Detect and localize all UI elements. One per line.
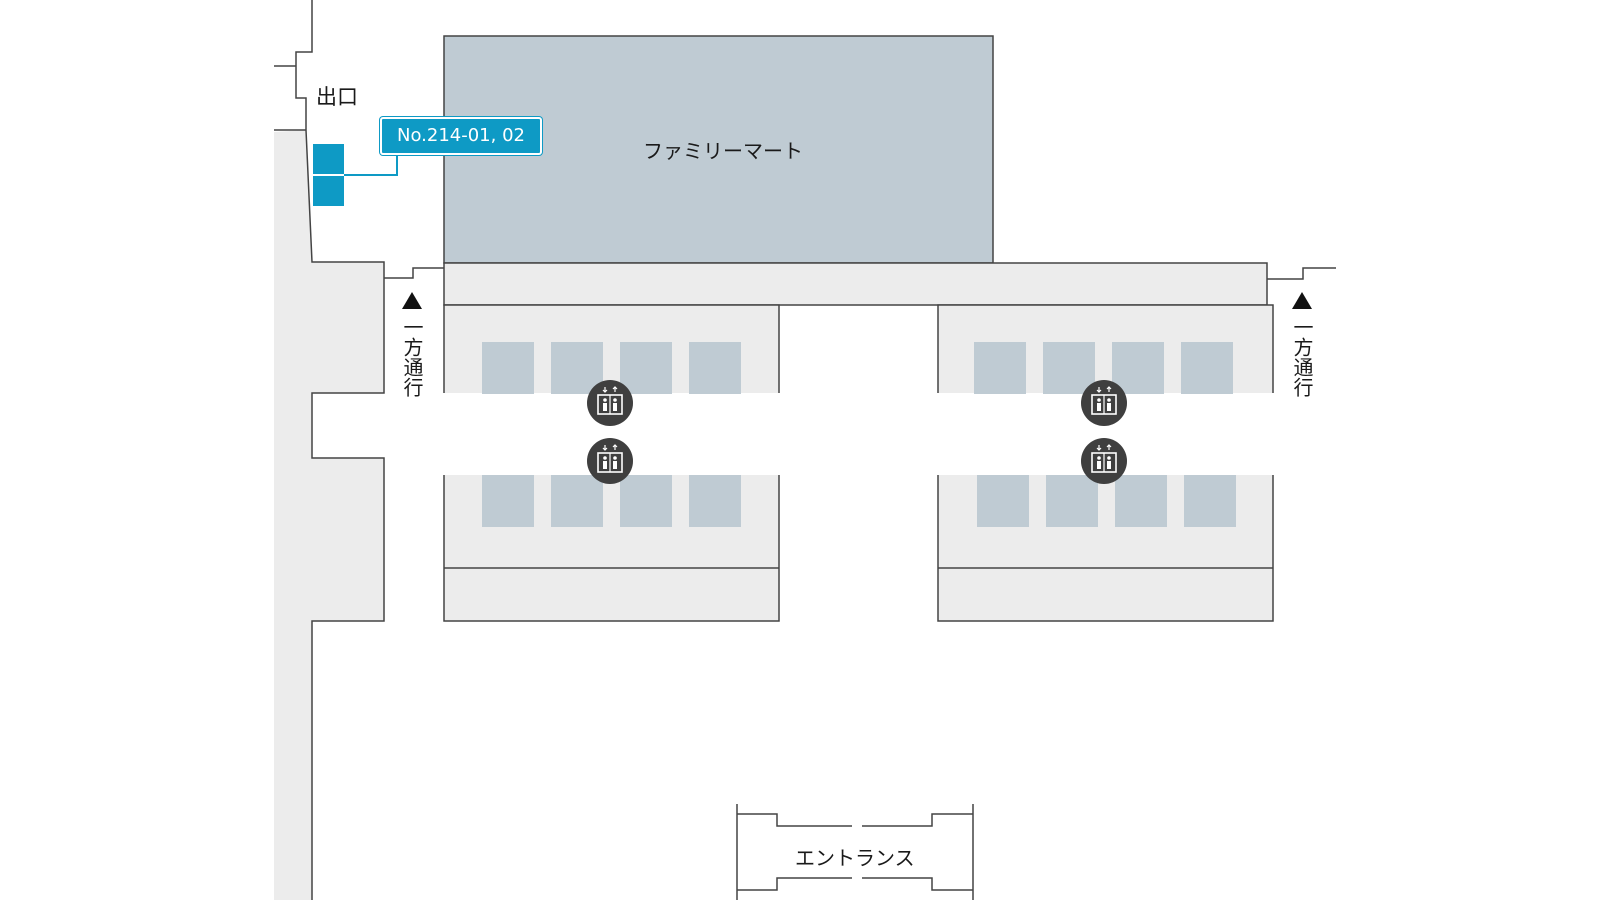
parking-slot	[689, 342, 741, 394]
elevator-icon	[587, 380, 633, 426]
parking-slot	[482, 475, 534, 527]
left-wall	[274, 0, 385, 900]
parking-slot	[620, 342, 672, 394]
parking-slot	[551, 342, 603, 394]
parking-slot	[689, 475, 741, 527]
parking-slot	[1112, 342, 1164, 394]
top-corridor	[443, 262, 1268, 306]
entrance-label: エントランス	[795, 846, 915, 870]
locker-leader-line	[344, 150, 398, 176]
one-way-label-left: 一方通行	[400, 317, 424, 397]
parking-slot	[1046, 475, 1098, 527]
parking-slot	[974, 342, 1026, 394]
parking-block-left	[443, 304, 780, 622]
one-way-label-right: 一方通行	[1290, 317, 1314, 397]
exit-label: 出口	[316, 85, 358, 109]
elevator-icon	[587, 438, 633, 484]
parking-slot	[1115, 475, 1167, 527]
parking-slot	[551, 475, 603, 527]
parking-slot	[482, 342, 534, 394]
locker-group[interactable]	[313, 144, 398, 206]
triangle-up-icon	[1292, 292, 1312, 309]
parking-slot	[1184, 475, 1236, 527]
parking-slot	[1043, 342, 1095, 394]
parking-slot	[620, 475, 672, 527]
locker-214-01	[313, 144, 344, 174]
entrance-frame	[736, 804, 974, 900]
store-name: ファミリーマート	[643, 139, 803, 163]
parking-slot	[977, 475, 1029, 527]
left-step	[384, 267, 444, 279]
elevator-icon	[1081, 380, 1127, 426]
parking-block-right	[937, 304, 1274, 622]
locker-214-02	[313, 176, 344, 206]
left-corridor	[274, 130, 384, 900]
locker-number-tag[interactable]: No.214-01, 02	[380, 117, 542, 155]
elevator-icon	[1081, 438, 1127, 484]
triangle-up-icon	[402, 292, 422, 309]
parking-slot	[1181, 342, 1233, 394]
right-step	[1267, 267, 1336, 280]
